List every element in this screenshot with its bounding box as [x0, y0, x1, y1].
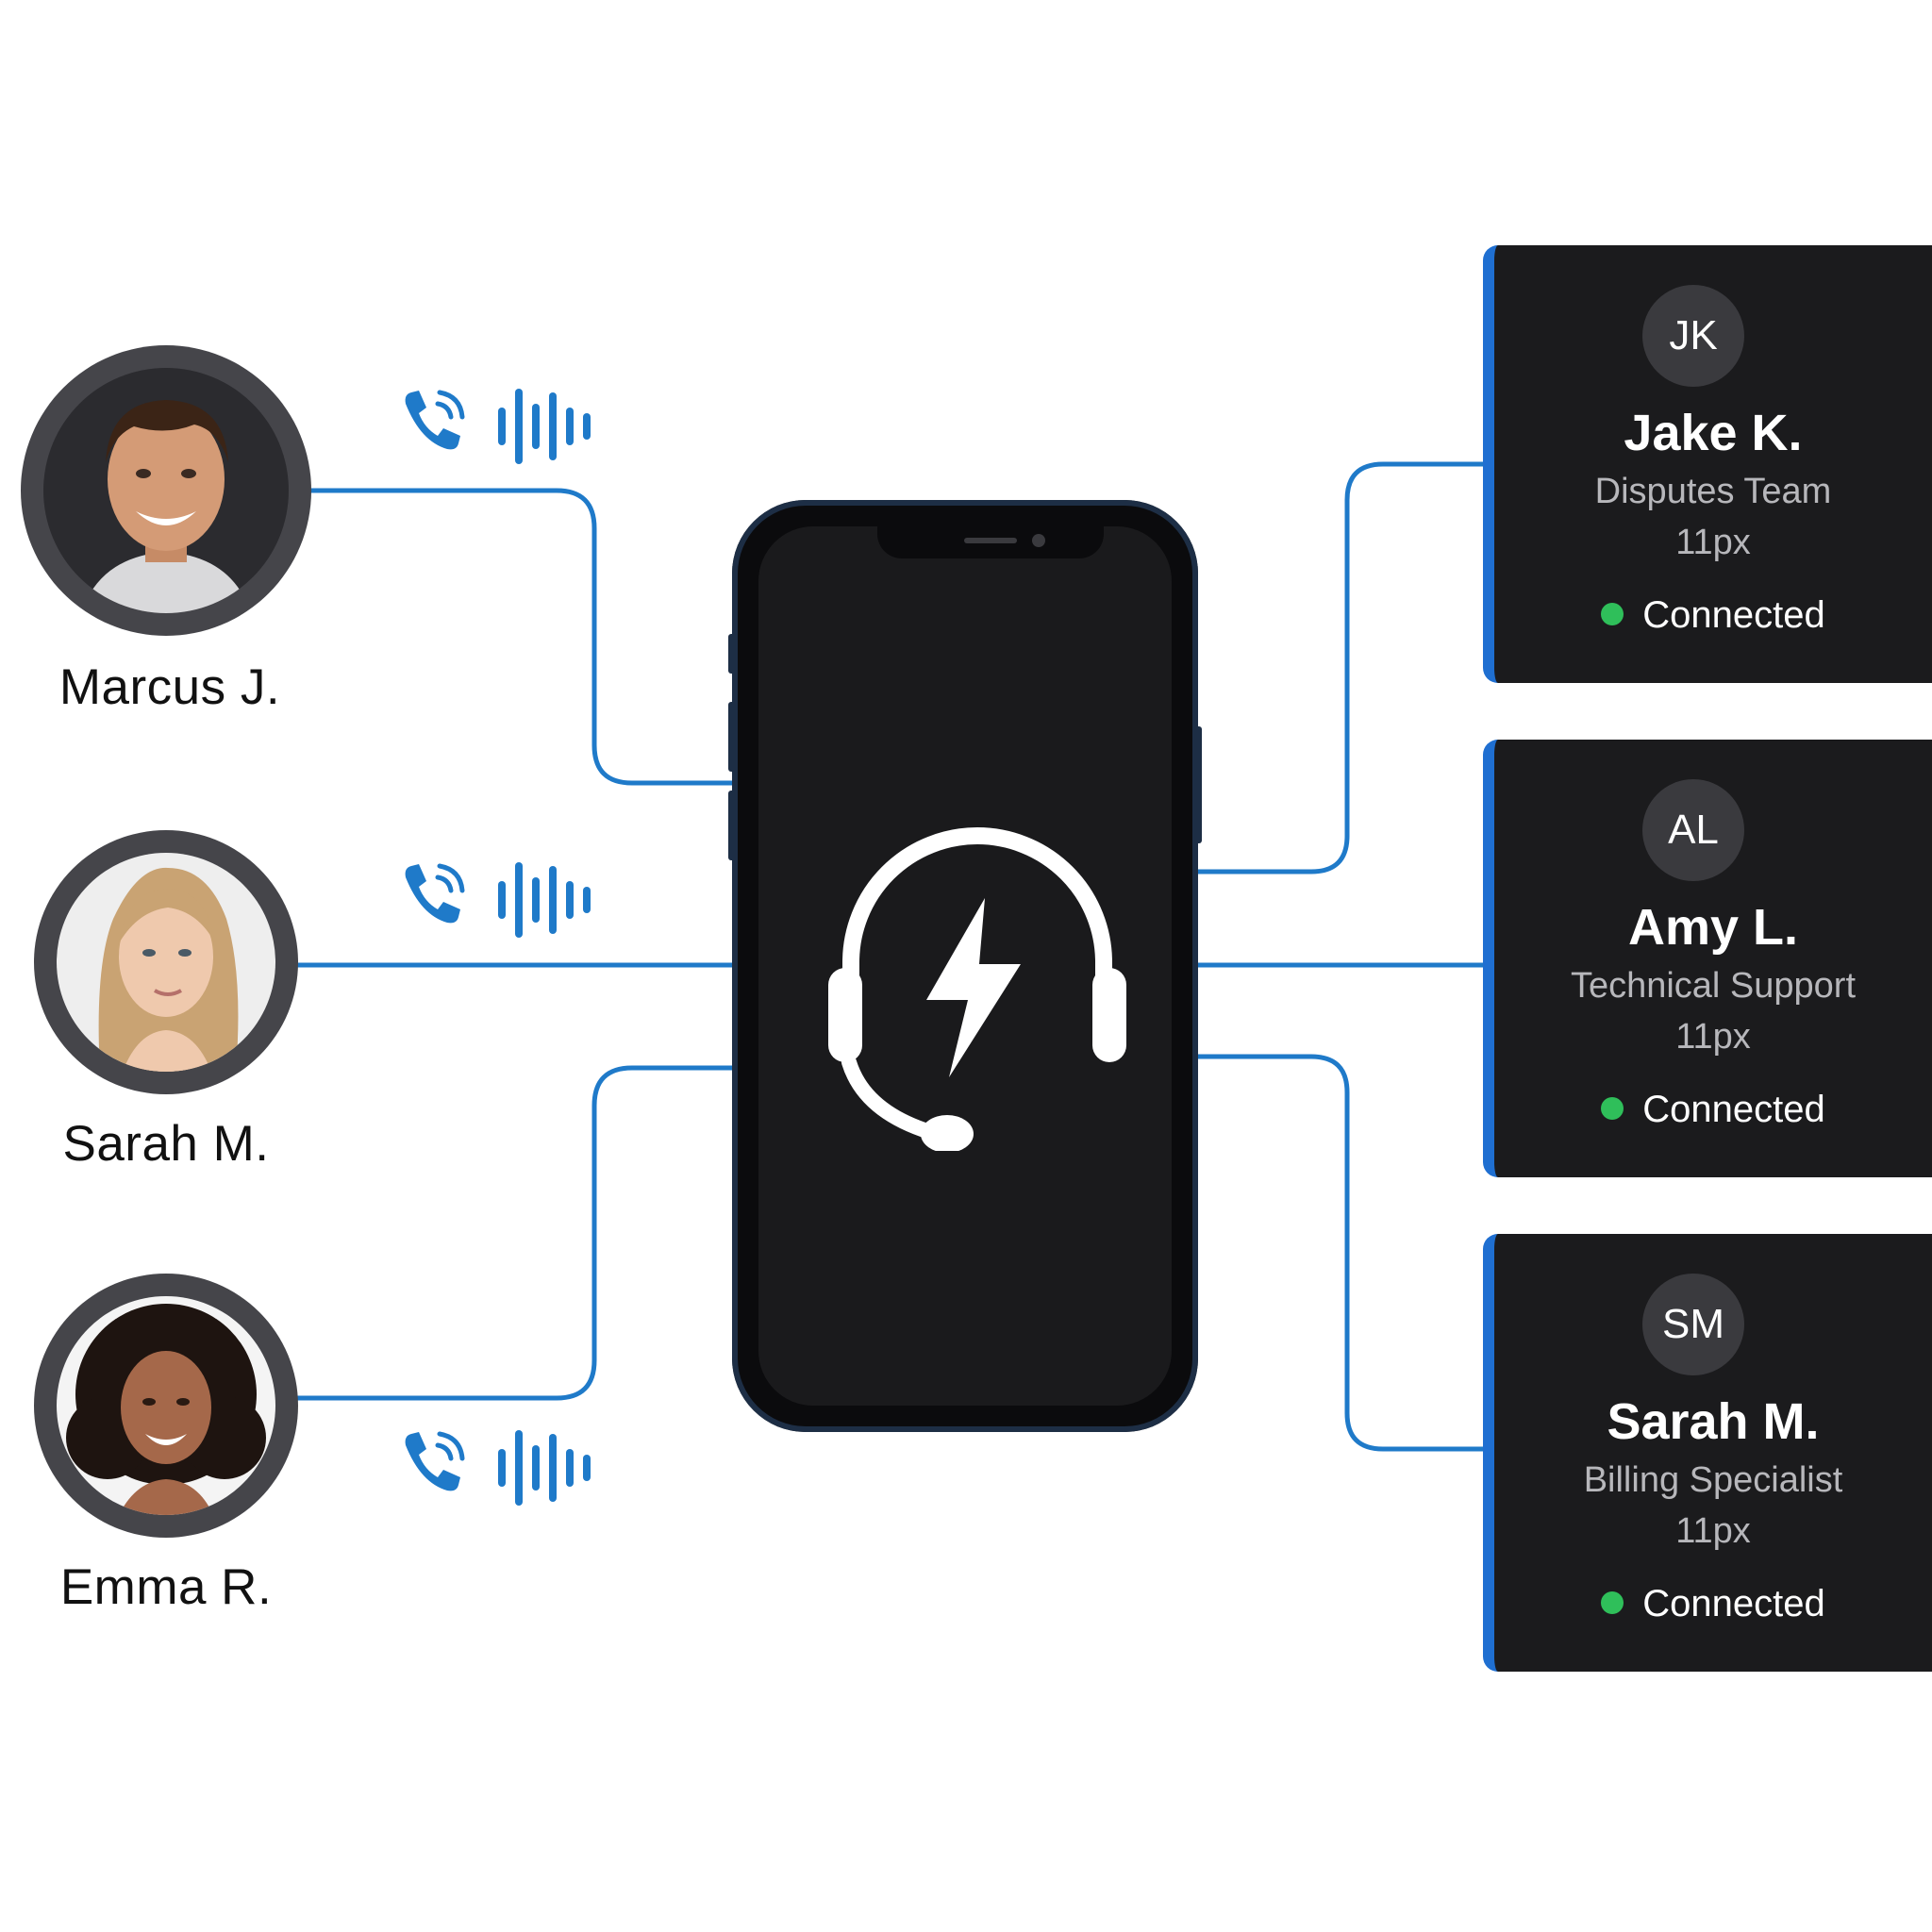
agent-department: Technical Support [1570, 966, 1857, 1006]
agent-name: Jake K. [1624, 405, 1803, 461]
connector-caller-1 [308, 488, 735, 786]
caller-name: Marcus J. [58, 659, 281, 715]
wave-bar [515, 389, 523, 464]
wave-bar [566, 1449, 574, 1487]
phone-hub [732, 500, 1198, 1432]
wave-bar [532, 1445, 540, 1491]
agent-size-note: 11px [1675, 1511, 1751, 1551]
camera-dot [1032, 534, 1045, 547]
wave-bar [583, 887, 591, 913]
status-label: Connected [1642, 1089, 1825, 1130]
status-dot-icon [1601, 603, 1624, 626]
call-indicator-3 [400, 1428, 626, 1512]
phone-power-button [1194, 726, 1202, 843]
agent-status: Connected [1494, 1089, 1932, 1131]
connector-agent-1 [1195, 461, 1486, 874]
agent-department: Disputes Team [1594, 472, 1832, 511]
wave-bar [498, 408, 506, 445]
status-label: Connected [1642, 1583, 1825, 1624]
man-portrait-icon [43, 368, 289, 613]
wave-bar [566, 881, 574, 919]
phone-ringing-icon [405, 863, 465, 924]
call-indicator-graphic [405, 1430, 591, 1506]
headset-lightning-icon [828, 827, 1126, 1151]
sound-wave-icon [498, 1430, 591, 1506]
agent-card-1[interactable]: JK Jake K. Disputes Team 11px Connected [1483, 245, 1932, 683]
call-indicator-2 [400, 860, 626, 944]
connector-agent-3 [1195, 1054, 1486, 1452]
connector-caller-3 [295, 1065, 735, 1401]
caller-name: Emma R. [59, 1559, 273, 1615]
phone-ringing-icon [405, 390, 465, 450]
wave-bar [549, 392, 557, 460]
wave-bar [549, 1434, 557, 1502]
agent-size-note: 11px [1675, 1017, 1751, 1057]
phone-notch [877, 526, 1104, 558]
wave-bar [532, 877, 540, 923]
wave-bar [583, 413, 591, 440]
status-label: Connected [1642, 594, 1825, 636]
sound-wave-icon [498, 389, 591, 464]
wave-bar [583, 1455, 591, 1481]
status-dot-icon [1601, 1097, 1624, 1121]
call-indicator-graphic [405, 389, 591, 464]
woman-curly-portrait-icon [57, 1296, 275, 1515]
avatar [57, 1296, 275, 1515]
agent-size-note: 11px [1675, 523, 1751, 562]
call-indicator-graphic [405, 862, 591, 938]
agent-initials-avatar: SM [1642, 1274, 1744, 1375]
agent-card-3[interactable]: SM Sarah M. Billing Specialist 11px Conn… [1483, 1234, 1932, 1672]
sound-wave-icon [498, 862, 591, 938]
status-dot-icon [1601, 1591, 1624, 1615]
agent-name: Amy L. [1627, 899, 1799, 956]
wave-bar [498, 1449, 506, 1487]
agent-name: Sarah M. [1607, 1393, 1820, 1450]
agent-initials-avatar: AL [1642, 779, 1744, 881]
phone-ringing-icon [405, 1431, 465, 1491]
wave-bar [515, 862, 523, 938]
speaker-grille [964, 538, 1017, 543]
agent-department: Billing Specialist [1583, 1460, 1843, 1500]
wave-bar [566, 408, 574, 445]
avatar [57, 853, 275, 1072]
wave-bar [532, 404, 540, 449]
agent-card-2[interactable]: AL Amy L. Technical Support 11px Connect… [1483, 740, 1932, 1177]
agent-status: Connected [1494, 594, 1932, 637]
phone-screen [758, 526, 1172, 1406]
woman-portrait-icon [57, 853, 275, 1072]
wave-bar [549, 866, 557, 934]
agent-initials-avatar: JK [1642, 285, 1744, 387]
caller-name: Sarah M. [62, 1116, 270, 1172]
wave-bar [515, 1430, 523, 1506]
wave-bar [498, 881, 506, 919]
avatar [43, 368, 289, 613]
agent-status: Connected [1494, 1583, 1932, 1625]
call-indicator-1 [400, 387, 626, 471]
